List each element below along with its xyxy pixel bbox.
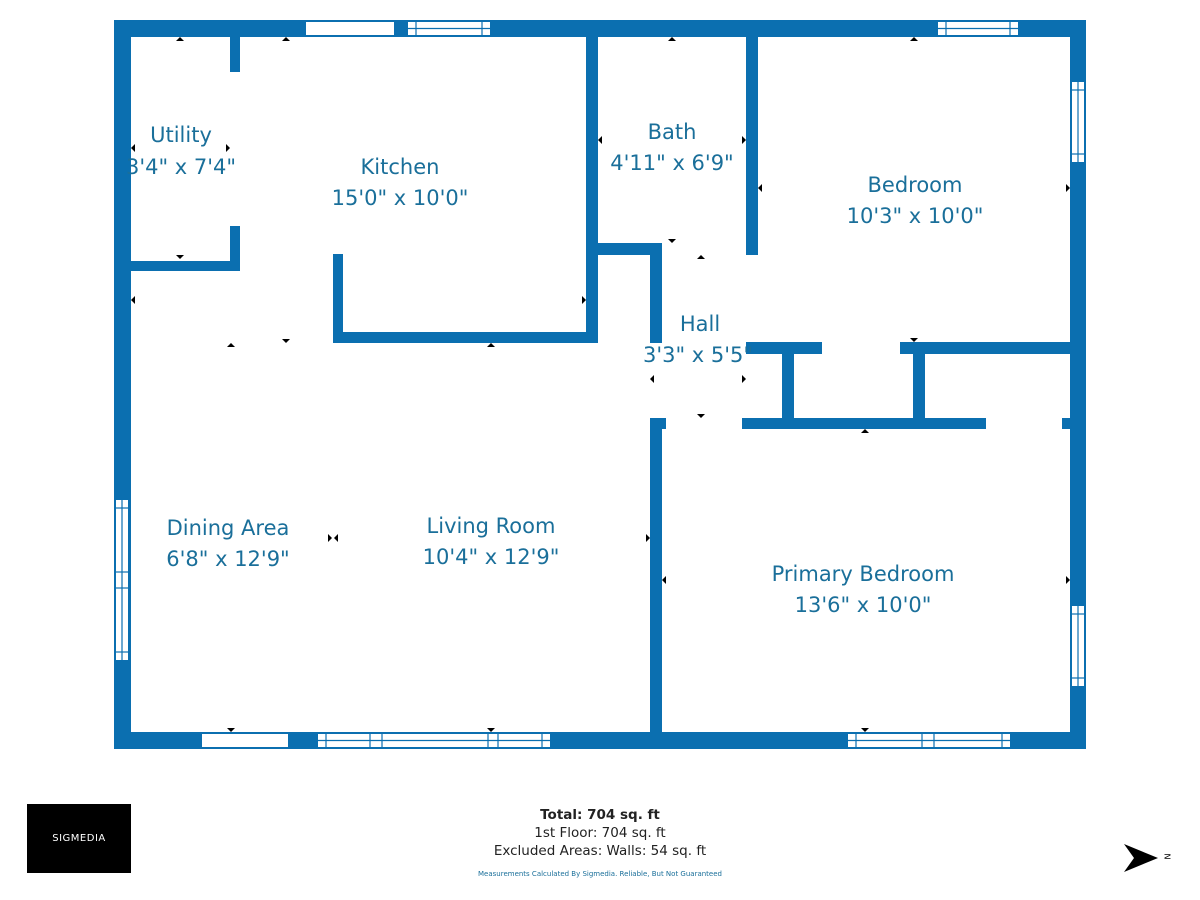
marker-right <box>1066 576 1070 584</box>
measurement-markers <box>131 37 1070 732</box>
room-dims-bedroom: 10'3" x 10'0" <box>847 204 984 228</box>
marker-right <box>226 144 230 152</box>
wall-closet-div-2 <box>913 354 925 426</box>
marker-right <box>582 296 586 304</box>
wall-closet-div-1 <box>782 354 794 426</box>
room-name-dining: Dining Area <box>167 516 290 540</box>
marker-up <box>176 37 184 41</box>
marker-up <box>668 37 676 41</box>
wall-kitchen-left <box>333 254 343 343</box>
openings <box>116 22 1084 747</box>
marker-right <box>646 534 650 542</box>
wall-right <box>1070 20 1086 749</box>
room-name-bedroom: Bedroom <box>868 173 963 197</box>
marker-right <box>328 534 332 542</box>
opening-bedroom-closet <box>822 344 900 352</box>
marker-up <box>227 343 235 347</box>
marker-left <box>598 136 602 144</box>
marker-right <box>742 136 746 144</box>
marker-up <box>861 429 869 433</box>
room-name-hall: Hall <box>680 312 720 336</box>
marker-left <box>662 576 666 584</box>
window-frames <box>116 22 1084 747</box>
room-dims-utility: 3'4" x 7'4" <box>126 155 236 179</box>
room-dims-bath: 4'11" x 6'9" <box>610 151 733 175</box>
marker-down <box>176 255 184 259</box>
wall-bath-right <box>746 37 758 255</box>
north-arrow-icon <box>1124 844 1158 872</box>
opening-primary-closet <box>986 420 1062 427</box>
wall-bedroom-left-lower <box>746 342 758 354</box>
marker-right <box>1066 184 1070 192</box>
wall-primary-top-left <box>650 418 666 429</box>
wall-closets-bottom <box>742 418 986 429</box>
marker-down <box>487 728 495 732</box>
total-area: Total: 704 sq. ft <box>540 807 660 823</box>
marker-up <box>282 37 290 41</box>
opening-bath-hall <box>662 245 746 253</box>
wall-bedroom-bottom-right <box>900 342 1070 354</box>
wall-primary-left <box>650 418 662 749</box>
wall-closet-right <box>650 243 662 343</box>
window-top-kitchen <box>306 22 394 35</box>
excluded-area: Excluded Areas: Walls: 54 sq. ft <box>493 843 707 859</box>
room-labels: Utility 3'4" x 7'4" Kitchen 15'0" x 10'0… <box>126 120 983 617</box>
area-summary: Total: 704 sq. ft 1st Floor: 704 sq. ft … <box>400 806 800 860</box>
room-dims-living: 10'4" x 12'9" <box>423 545 560 569</box>
floor-plan: Utility 3'4" x 7'4" Kitchen 15'0" x 10'0… <box>114 20 1086 749</box>
wall-utility-right-lower <box>230 226 240 271</box>
room-dims-primary-bedroom: 13'6" x 10'0" <box>795 593 932 617</box>
interior-walls <box>131 37 1070 749</box>
room-dims-dining: 6'8" x 12'9" <box>166 547 289 571</box>
opening-hall-bottom <box>666 420 742 427</box>
marker-left <box>650 375 654 383</box>
door-bottom-dining <box>202 734 288 747</box>
room-dims-kitchen: 15'0" x 10'0" <box>332 186 469 210</box>
wall-bath-bottom <box>598 243 662 255</box>
sigmedia-logo: SIGMEDIA <box>27 804 131 873</box>
marker-left <box>758 184 762 192</box>
marker-up <box>697 255 705 259</box>
marker-up <box>487 343 495 347</box>
disclaimer-text: Measurements Calculated By Sigmedia. Rel… <box>478 870 722 878</box>
marker-down <box>697 414 705 418</box>
wall-kitchen-right <box>586 37 598 343</box>
marker-down <box>227 728 235 732</box>
marker-down <box>282 339 290 343</box>
wall-closets-bottom-right <box>1062 418 1070 429</box>
marker-left <box>334 534 338 542</box>
logo-text: SIGMEDIA <box>52 833 106 844</box>
wall-utility-bottom <box>131 261 240 271</box>
wall-bedroom-bottom-left <box>746 342 822 354</box>
room-dims-hall: 3'3" x 5'5" <box>643 343 753 367</box>
room-name-primary-bedroom: Primary Bedroom <box>772 562 955 586</box>
marker-left <box>131 144 135 152</box>
exterior-walls <box>114 20 1086 749</box>
room-name-utility: Utility <box>150 123 212 147</box>
marker-down <box>861 728 869 732</box>
marker-down <box>668 239 676 243</box>
marker-down <box>910 338 918 342</box>
room-name-living: Living Room <box>427 514 556 538</box>
room-name-bath: Bath <box>648 120 697 144</box>
wall-utility-right-upper <box>230 37 240 72</box>
marker-up <box>910 37 918 41</box>
north-label: N <box>1162 853 1172 860</box>
wall-kitchen-bottom <box>333 332 598 343</box>
marker-left <box>131 296 135 304</box>
marker-right <box>742 375 746 383</box>
room-name-kitchen: Kitchen <box>361 155 440 179</box>
first-floor-area: 1st Floor: 704 sq. ft <box>534 825 666 841</box>
